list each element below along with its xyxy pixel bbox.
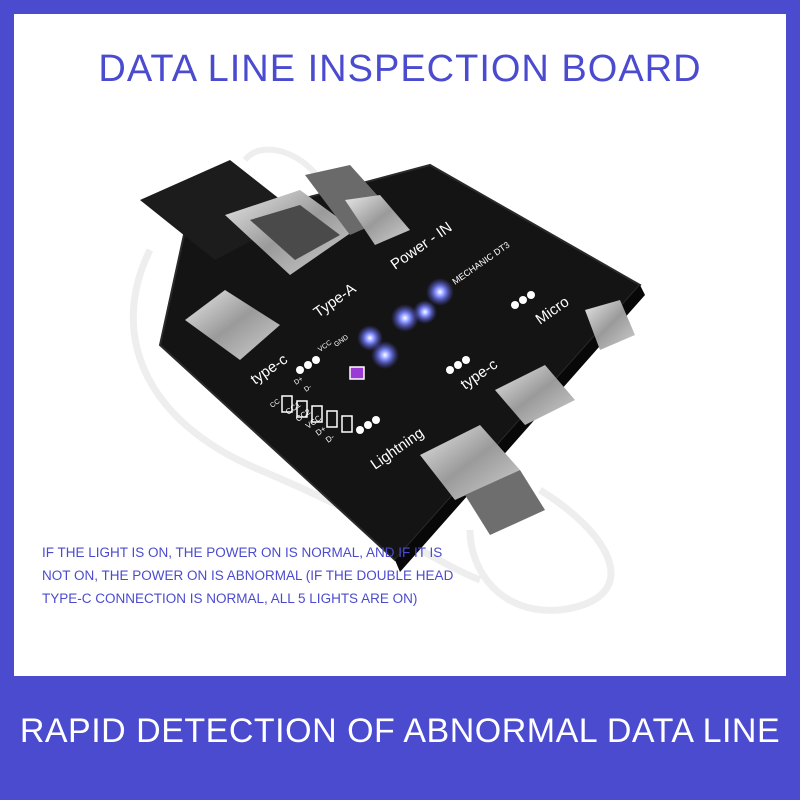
micro-port [585, 300, 635, 350]
mode-button [349, 366, 365, 380]
footer-caption: RAPID DETECTION OF ABNORMAL DATA LINE [19, 712, 781, 750]
page-title: DATA LINE INSPECTION BOARD [98, 48, 702, 90]
cable-loop-left [129, 248, 482, 584]
led-indicators [357, 278, 454, 369]
pin-label-cc: CC [269, 398, 281, 410]
cable-loop-right [466, 487, 615, 614]
pin-pads [296, 291, 535, 434]
usage-note: If the light is on, the power on is norm… [42, 545, 454, 606]
type-c-plug-left [185, 290, 280, 360]
pin-label-dminus: D- [303, 383, 314, 393]
footer-band [0, 676, 800, 800]
lightning-plug [420, 425, 520, 500]
status-led-row [281, 395, 353, 433]
pin-label-dplus: D+ [293, 376, 305, 387]
type-c-port-right [495, 365, 575, 425]
cable-top [242, 146, 323, 182]
